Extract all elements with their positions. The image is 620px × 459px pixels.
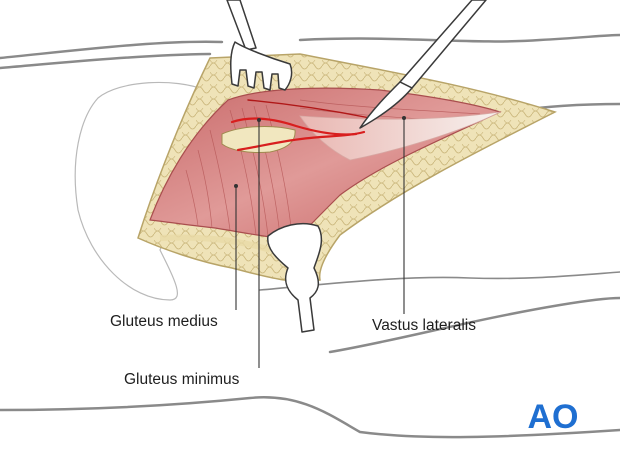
label-vastus-lateralis: Vastus lateralis [372, 317, 476, 334]
rake-retractor [226, 0, 293, 91]
label-gluteus-minimus: Gluteus minimus [124, 371, 240, 388]
ao-logo: AO [528, 398, 579, 434]
fat-inner-edge [159, 234, 271, 253]
scalpel [359, 0, 487, 129]
leader-lines [235, 118, 405, 368]
leader-dot-medius [234, 184, 238, 188]
ao-logo-text: AO [528, 398, 579, 434]
vessels [230, 99, 371, 152]
lower-retractor [267, 222, 323, 333]
label-gluteus-medius: Gluteus medius [110, 313, 218, 330]
leader-dot-minimus [257, 118, 261, 122]
leader-dot-vastus [402, 116, 406, 120]
tendon [299, 111, 501, 161]
